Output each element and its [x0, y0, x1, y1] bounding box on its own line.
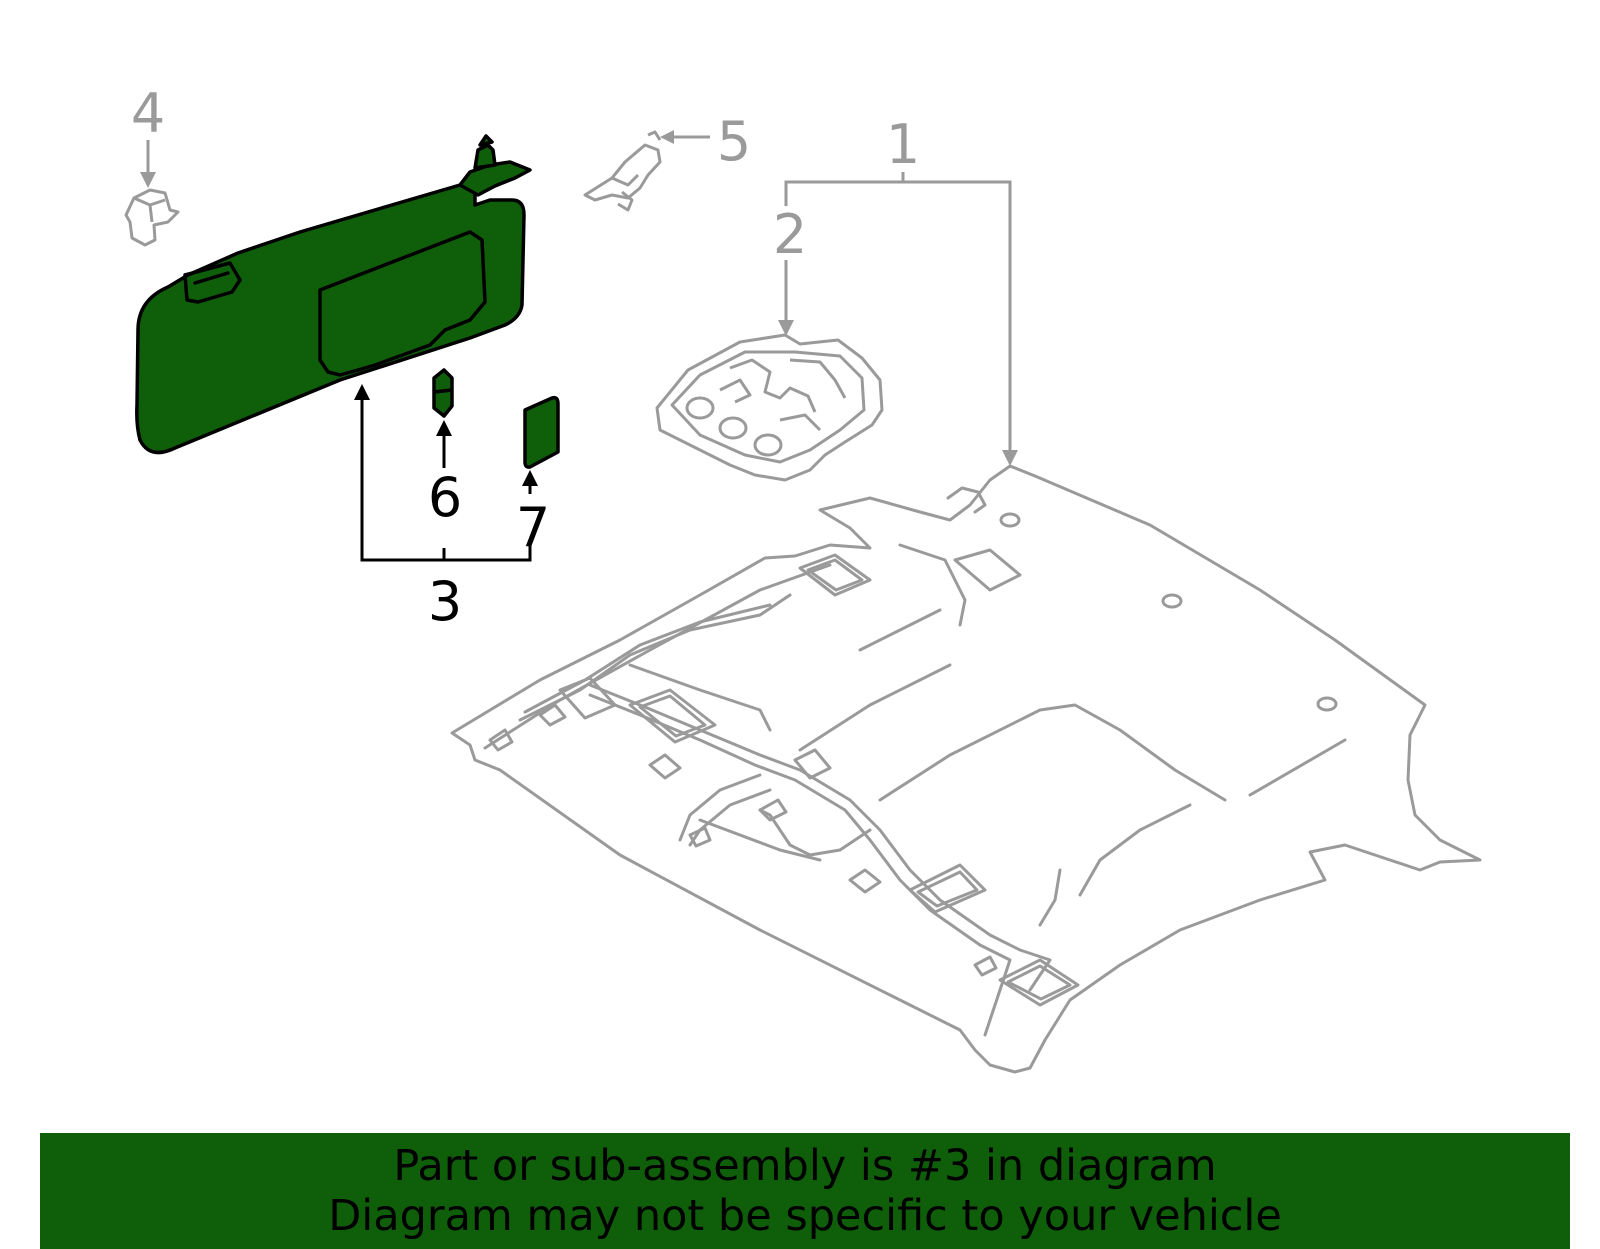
arrowheads-grey — [140, 130, 1018, 466]
visor-clip — [124, 188, 180, 247]
parts-diagram: 1 2 4 5 6 7 3 — [124, 82, 1482, 1074]
mirror-cover — [523, 395, 560, 469]
callout-3: 3 — [428, 570, 462, 633]
visor-plug — [432, 368, 454, 418]
callout-6: 6 — [428, 466, 462, 529]
callout-7: 7 — [516, 496, 550, 559]
banner-line-part: Part or sub-assembly is #3 in diagram — [393, 1141, 1217, 1191]
headliner — [450, 464, 1482, 1074]
dome-lamp — [655, 333, 884, 482]
info-banner: Part or sub-assembly is #3 in diagram Di… — [40, 1133, 1570, 1249]
visor-bracket — [583, 130, 662, 212]
callout-4: 4 — [131, 82, 165, 145]
callout-2: 2 — [773, 203, 807, 266]
callout-5: 5 — [717, 110, 751, 173]
leader-lines-grey — [146, 135, 1012, 452]
banner-line-disclaimer: Diagram may not be specific to your vehi… — [328, 1191, 1282, 1241]
arrowheads-black — [354, 384, 538, 486]
sun-visor — [135, 134, 532, 455]
callout-1: 1 — [886, 113, 920, 176]
